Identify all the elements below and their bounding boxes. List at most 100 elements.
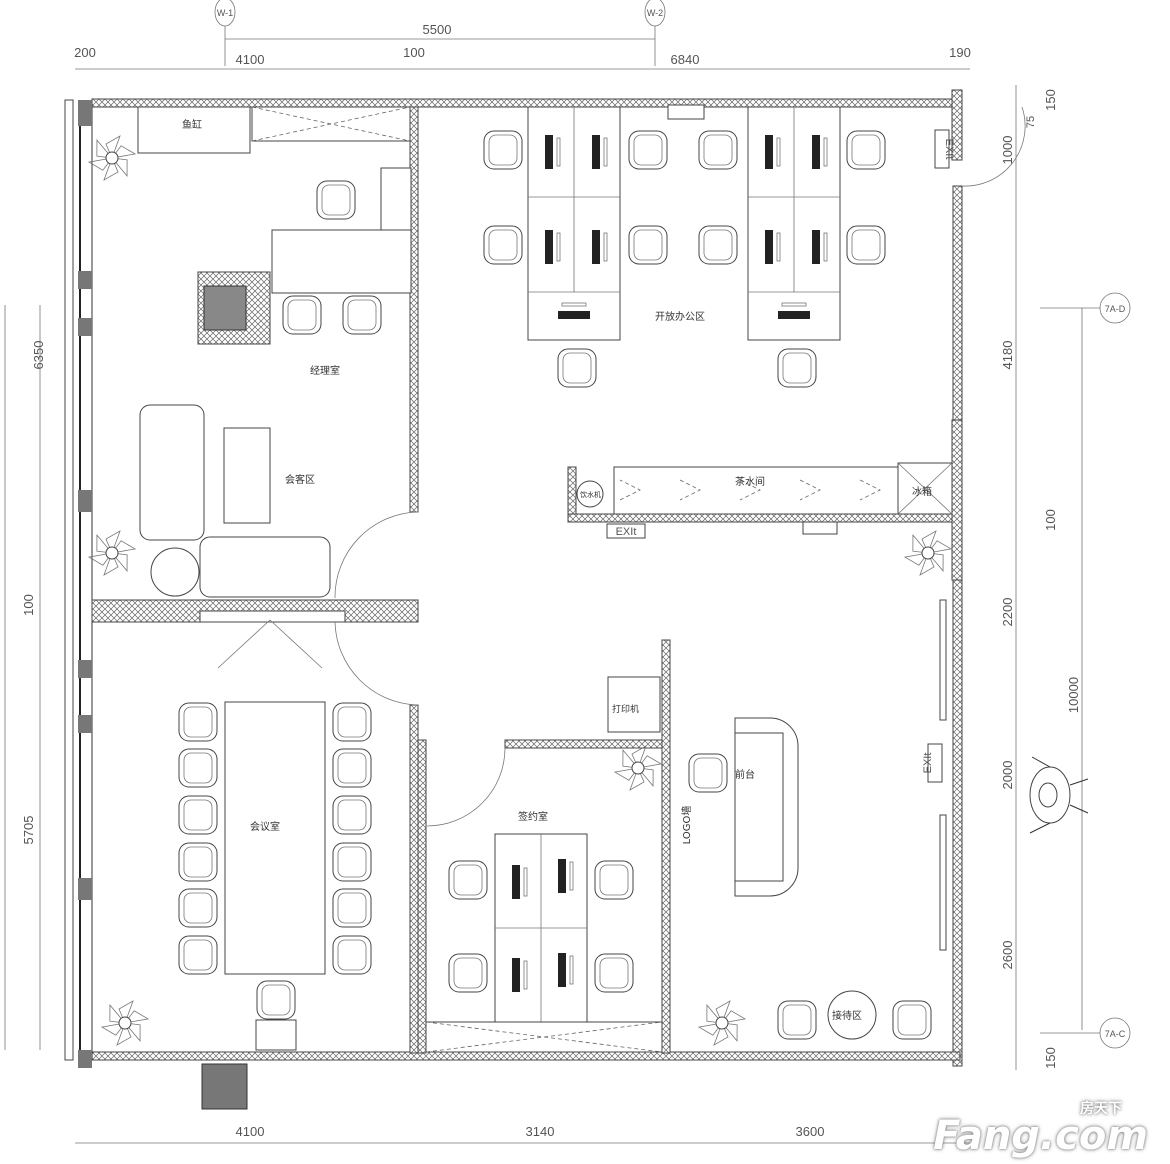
svg-text:4100: 4100 xyxy=(236,52,265,67)
chair-icon xyxy=(178,935,218,975)
contract-door-swing xyxy=(426,747,506,827)
chairs xyxy=(178,130,932,1040)
svg-text:200: 200 xyxy=(74,45,96,60)
coffee-table xyxy=(223,427,271,524)
svg-text:茶水间: 茶水间 xyxy=(735,475,765,488)
plant-icon xyxy=(87,530,137,576)
chair-icon xyxy=(448,860,488,900)
watermark: 房天下 Fang.com xyxy=(933,1098,1148,1156)
chair-icon xyxy=(332,795,372,835)
chair-icon xyxy=(483,225,523,265)
computer-icon xyxy=(592,230,608,264)
open-office: 开放办公区 xyxy=(527,104,841,341)
reception: 前台 接待区 xyxy=(734,717,877,1040)
axis-marker-w2: W-2 xyxy=(644,0,666,66)
computer-icon xyxy=(558,953,574,987)
pantry: 茶水间 饮水机 冰箱 EXIt xyxy=(567,462,953,539)
svg-text:100: 100 xyxy=(1043,509,1058,531)
computer-icon xyxy=(765,135,781,169)
manager-door-swing xyxy=(334,511,419,599)
axis-marker-w1: W-1 xyxy=(214,0,236,66)
svg-text:EXIt: EXIt xyxy=(616,526,637,538)
round-table xyxy=(827,990,877,1040)
chair-icon xyxy=(178,702,218,742)
chair-icon xyxy=(332,748,372,788)
svg-text:W-2: W-2 xyxy=(647,8,663,18)
bottom-dimensions: 4100 3140 3600 xyxy=(75,1124,970,1144)
chair-icon xyxy=(628,225,668,265)
svg-text:开放办公区: 开放办公区 xyxy=(655,310,705,323)
svg-text:会议室: 会议室 xyxy=(250,820,280,833)
computer-icon xyxy=(812,230,828,264)
meeting-table xyxy=(224,701,326,975)
svg-text:150: 150 xyxy=(1043,1047,1058,1069)
chair-icon xyxy=(178,748,218,788)
plants xyxy=(87,135,953,1046)
svg-text:前台: 前台 xyxy=(735,768,755,781)
computer-icon xyxy=(592,135,608,169)
entrance-door-swing xyxy=(961,106,1026,187)
svg-text:2600: 2600 xyxy=(1000,941,1015,970)
top-dimensions: 5500 200 4100 100 6840 190 xyxy=(74,22,971,70)
svg-text:6840: 6840 xyxy=(671,52,700,67)
svg-text:2200: 2200 xyxy=(1000,598,1015,627)
right-dimensions: 150 150 1000 4180 100 2200 2000 2600 150… xyxy=(1000,85,1081,1070)
axis-marker-7ac: 7A-C xyxy=(1040,1017,1131,1049)
plant-icon xyxy=(87,135,137,181)
chair-icon xyxy=(594,860,634,900)
glass-panel xyxy=(939,599,947,721)
exit-sign xyxy=(606,523,646,539)
watermark-cn: 房天下 xyxy=(1080,1101,1122,1117)
chair-icon xyxy=(698,130,738,170)
fish-tank xyxy=(137,106,251,154)
chair-icon xyxy=(777,1000,817,1040)
svg-text:7A-C: 7A-C xyxy=(1105,1029,1126,1039)
svg-text:鱼缸: 鱼缸 xyxy=(182,118,202,131)
chair-icon xyxy=(282,295,322,335)
svg-text:3140: 3140 xyxy=(526,1124,555,1139)
svg-text:2000: 2000 xyxy=(1000,761,1015,790)
computer-icon xyxy=(545,230,561,264)
chair-icon xyxy=(892,1000,932,1040)
svg-text:3600: 3600 xyxy=(796,1124,825,1139)
manager-desk xyxy=(271,229,412,294)
chair-icon xyxy=(342,295,382,335)
svg-text:6350: 6350 xyxy=(31,341,46,370)
svg-text:打印机: 打印机 xyxy=(612,703,639,715)
plant-icon xyxy=(697,1000,747,1046)
plant-icon xyxy=(100,1000,150,1046)
svg-text:饮水机: 饮水机 xyxy=(580,490,601,499)
svg-text:经理室: 经理室 xyxy=(310,364,340,377)
workstations xyxy=(512,135,828,992)
exit-sign: EXIt xyxy=(922,743,943,783)
chair-icon xyxy=(688,753,728,793)
chair-icon xyxy=(594,953,634,993)
svg-text:冰箱: 冰箱 xyxy=(912,485,932,498)
meeting-room: 会议室 xyxy=(224,701,326,1051)
svg-text:4100: 4100 xyxy=(236,1124,265,1139)
svg-text:接待区: 接待区 xyxy=(832,1009,862,1022)
chair-icon xyxy=(332,888,372,928)
contract-room: 打印机 签约室 LOGO墙 xyxy=(425,676,693,1053)
chair-icon xyxy=(448,953,488,993)
plant-icon xyxy=(903,530,953,576)
exit-sign: EXIt xyxy=(934,129,955,169)
chair-icon xyxy=(557,348,597,388)
computer-icon xyxy=(778,302,810,319)
computer-icon xyxy=(812,135,828,169)
svg-text:75: 75 xyxy=(1025,116,1037,128)
chair-icon xyxy=(332,702,372,742)
left-dimensions: 6350 100 5705 xyxy=(4,305,46,1050)
person-figure-icon xyxy=(1029,756,1089,834)
svg-text:会客区: 会客区 xyxy=(285,473,315,486)
svg-text:签约室: 签约室 xyxy=(518,810,548,823)
computer-icon xyxy=(558,859,574,893)
svg-text:7A-D: 7A-D xyxy=(1105,304,1126,314)
chair-icon xyxy=(846,225,886,265)
computer-icon xyxy=(512,865,528,899)
chair-icon xyxy=(256,980,296,1020)
computer-icon xyxy=(558,302,590,319)
chair-icon xyxy=(178,842,218,882)
